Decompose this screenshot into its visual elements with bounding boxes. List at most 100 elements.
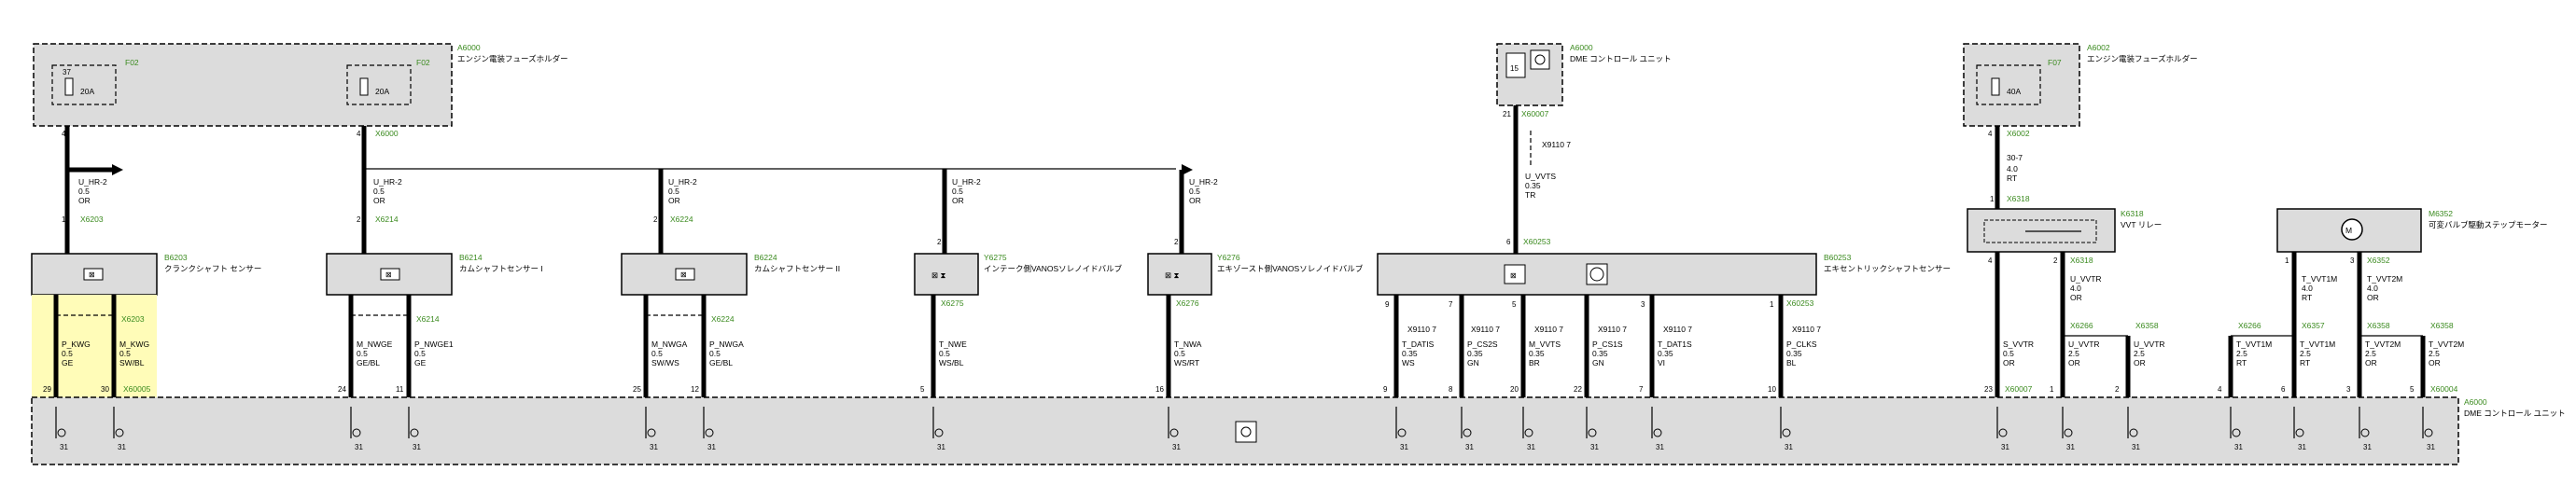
pin-label: 6 bbox=[1506, 238, 1511, 246]
wire-color: OR bbox=[78, 196, 91, 205]
solenoid-icon: ⊠ ⧗ bbox=[931, 270, 945, 280]
fuse-connector: X6000 bbox=[375, 129, 399, 138]
component-b6214[interactable]: ⊠ B6214 カムシャフトセンサー I bbox=[326, 253, 543, 296]
wire-size: 0.35 bbox=[1786, 349, 1802, 358]
connector-label: X6358 bbox=[2430, 321, 2454, 330]
signal-label: X9110 7 bbox=[1663, 325, 1692, 334]
pin-label: 4 bbox=[2218, 385, 2222, 394]
component-label: 可変バルブ駆動ステップモーター bbox=[2429, 220, 2548, 229]
signal-label: X9110 7 bbox=[1542, 140, 1571, 149]
pin-label: 1 bbox=[1770, 300, 1774, 309]
component-label: クランクシャフト センサー bbox=[164, 264, 261, 273]
fuse-rating-1: 20A bbox=[80, 87, 94, 96]
pin-label: 5 bbox=[2410, 385, 2415, 394]
wire-size: 0.5 bbox=[952, 187, 963, 196]
ground-label: 31 bbox=[60, 443, 68, 451]
wire-name: U_VVTR bbox=[2068, 340, 2100, 349]
ground-label: 31 bbox=[2066, 443, 2075, 451]
fuse-id: F07 bbox=[2048, 58, 2062, 67]
wire-size: 4.0 bbox=[2070, 284, 2081, 293]
wire-color: OR bbox=[2429, 358, 2441, 367]
arrow-right-icon bbox=[1182, 164, 1193, 175]
ground-icon: 31 bbox=[645, 407, 658, 451]
dme-control-unit-bottom[interactable]: A6000 DME コントロール ユニット bbox=[31, 396, 2566, 465]
pin-label: 3 bbox=[1641, 300, 1645, 309]
pin-label: 10 bbox=[1768, 385, 1776, 394]
ground-icon: 31 bbox=[1586, 407, 1599, 451]
wire-size: 0.5 bbox=[357, 349, 368, 358]
connector-label: X6203 bbox=[121, 314, 145, 324]
signal-label: X9110 7 bbox=[1471, 325, 1500, 334]
wire-name: U_HR-2 bbox=[1189, 177, 1218, 187]
signal-label: X9110 7 bbox=[1792, 325, 1821, 334]
wire-name: M_VVTS bbox=[1529, 340, 1561, 349]
component-label: エキゾースト側VANOSソレノイドバルブ bbox=[1217, 264, 1364, 273]
ground-label: 31 bbox=[1527, 443, 1535, 451]
ground-icon: 31 bbox=[1395, 407, 1408, 451]
ground-icon: 31 bbox=[1461, 407, 1474, 451]
wire-name: P_CLKS bbox=[1786, 340, 1817, 349]
component-id: B60253 bbox=[1824, 253, 1852, 262]
component-label: VVT リレー bbox=[2121, 220, 2162, 229]
wire-size: 0.35 bbox=[1529, 349, 1545, 358]
ground-icon: 31 bbox=[2230, 407, 2243, 451]
wire-color: GN bbox=[1467, 358, 1479, 367]
fuse-holder-left[interactable]: 20A 20A 37 F02 F02 A6000 エンジン電装フューズホルダー bbox=[33, 43, 568, 127]
pin-label: 15 bbox=[1510, 64, 1519, 73]
pin-label: 12 bbox=[691, 385, 699, 394]
component-b6203[interactable]: ⊠ B6203 クランクシャフト センサー bbox=[31, 253, 261, 296]
shaft-icon bbox=[1589, 267, 1604, 282]
signal-label: X9110 7 bbox=[1407, 325, 1436, 334]
wire-size: 0.5 bbox=[709, 349, 721, 358]
component-id: B6214 bbox=[459, 253, 483, 262]
wire-color: BR bbox=[1529, 358, 1540, 367]
wire-color: WS/RT bbox=[1174, 358, 1199, 367]
ecu-icon bbox=[1534, 54, 1546, 65]
wire-color: OR bbox=[2367, 293, 2379, 302]
component-k6318[interactable]: K6318 VVT リレー bbox=[1967, 208, 2162, 253]
bottom-wire-labels: P_KWG0.5GE29M_KWG0.5SW/BL30M_NWGE0.5GE/B… bbox=[43, 340, 2464, 394]
wire-size: 0.5 bbox=[651, 349, 663, 358]
connector-label: X6214 bbox=[375, 215, 399, 224]
wire-name: S_VVTR bbox=[2003, 340, 2034, 349]
fuse-rating: 40A bbox=[2007, 87, 2021, 96]
connector-label: X6266 bbox=[2238, 321, 2261, 330]
wire-name: U_VVTR bbox=[2070, 274, 2102, 284]
wire-name: U_HR-2 bbox=[373, 177, 402, 187]
component-label: エキセントリックシャフトセンサー bbox=[1824, 264, 1951, 273]
ground-label: 31 bbox=[2427, 443, 2435, 451]
component-m6352[interactable]: M M6352 可変バルブ駆動ステップモーター bbox=[2276, 208, 2548, 253]
component-label: カムシャフトセンサー I bbox=[459, 264, 543, 273]
pin-label: 2 bbox=[357, 215, 361, 224]
ground-icon: 31 bbox=[1996, 407, 2009, 451]
wire-color: SW/WS bbox=[651, 358, 679, 367]
component-y6275[interactable]: ⊠ ⧗ Y6275 インテーク側VANOSソレノイドバルブ bbox=[914, 253, 1123, 296]
wire-size: 0.5 bbox=[414, 349, 426, 358]
ground-label: 31 bbox=[707, 443, 716, 451]
wire-name: P_CS2S bbox=[1467, 340, 1498, 349]
pin-label: 7 bbox=[1639, 385, 1644, 394]
pin-label: 4 bbox=[1988, 256, 1993, 265]
wire-name: T_DATIS bbox=[1402, 340, 1435, 349]
connector-label: X6203 bbox=[80, 215, 104, 224]
ground-label: 31 bbox=[1656, 443, 1664, 451]
component-y6276[interactable]: ⊠ ⧗ Y6276 エキゾースト側VANOSソレノイドバルブ bbox=[1147, 253, 1364, 296]
wire-size: 0.5 bbox=[668, 187, 679, 196]
pin-label: 2 bbox=[937, 238, 942, 246]
ground-icon: 31 bbox=[703, 407, 716, 451]
wire-size: 2.5 bbox=[2134, 349, 2145, 358]
wire-color: WS/BL bbox=[939, 358, 964, 367]
component-id: K6318 bbox=[2121, 209, 2144, 218]
ground-label: 31 bbox=[413, 443, 421, 451]
fuse-holder-id: A6002 bbox=[2087, 43, 2110, 52]
ground-label: 31 bbox=[355, 443, 363, 451]
fuse-holder-right[interactable]: 40A F07 A6002 エンジン電装フューズホルダー bbox=[1963, 43, 2198, 127]
component-b60253[interactable]: ⊠ B60253 エキセントリックシャフトセンサー bbox=[1377, 253, 1951, 296]
wire-name: P_CS1S bbox=[1592, 340, 1623, 349]
pin-label: 16 bbox=[1155, 385, 1164, 394]
component-b6224[interactable]: ⊠ B6224 カムシャフトセンサー II bbox=[621, 253, 840, 296]
connector-label: X6224 bbox=[711, 314, 735, 324]
pin-label: 24 bbox=[338, 385, 346, 394]
dme-control-unit-top[interactable]: 15 A6000 DME コントロール ユニット bbox=[1496, 43, 1672, 106]
